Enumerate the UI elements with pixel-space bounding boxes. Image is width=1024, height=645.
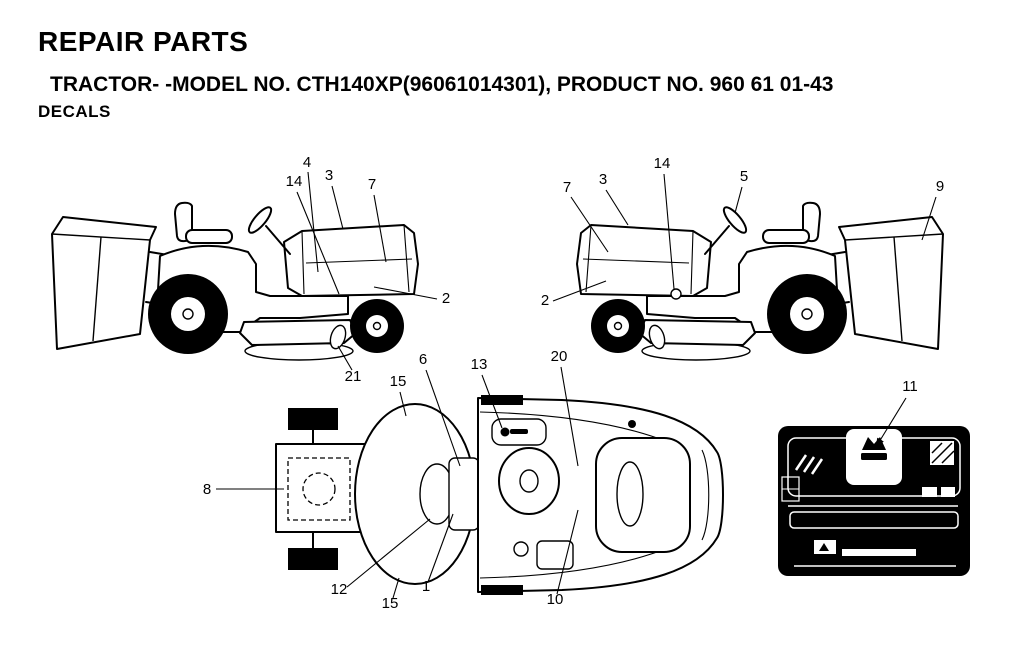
leader-line-14 <box>296 191 340 295</box>
callout-3-left-side-view: 3 <box>325 167 333 184</box>
leader-line-2 <box>373 286 438 300</box>
callout-10-top-view: 10 <box>547 591 564 608</box>
leader-line-7 <box>373 194 387 263</box>
leader-line-11 <box>875 397 907 448</box>
callout-2-left-side-view: 2 <box>442 290 450 307</box>
leader-line-10 <box>556 509 579 595</box>
decal-sheet-background <box>778 426 970 576</box>
callout-5-right-side-view: 5 <box>740 168 748 185</box>
callout-20-top-view: 20 <box>551 348 568 365</box>
callout-7-right-side-view: 7 <box>563 179 571 196</box>
leader-line-7 <box>570 196 609 253</box>
callout-2-right-side-view: 2 <box>541 292 549 309</box>
leader-line-3 <box>331 185 344 230</box>
leader-line-4 <box>307 171 319 273</box>
leader-line-3 <box>605 189 629 226</box>
leader-line-15 <box>392 577 400 599</box>
callout-11-decal-sheet: 11 <box>902 378 918 395</box>
steering-wheel <box>247 206 273 234</box>
callout-12-top-view: 12 <box>331 581 348 598</box>
leader-line-20 <box>560 366 579 467</box>
decal-sheet <box>778 426 970 576</box>
callout-9-right-side-view: 9 <box>936 178 944 195</box>
callout-3-right-side-view: 3 <box>599 171 607 188</box>
callout-7-left-side-view: 7 <box>368 176 376 193</box>
tractor-left-side-view <box>51 201 419 361</box>
leader-line-9 <box>921 196 937 241</box>
leader-line-15 <box>399 391 407 417</box>
page-title: REPAIR PARTS <box>38 26 249 57</box>
leader-line-13 <box>481 374 503 429</box>
fuel-cap-detail <box>670 288 682 300</box>
leader-line-5 <box>734 186 743 214</box>
callout-13-top-view: 13 <box>471 356 488 373</box>
leader-line-21 <box>337 345 353 371</box>
callout-14-left-side-view: 14 <box>286 173 303 190</box>
callout-8-top-view: 8 <box>203 481 211 498</box>
hatch-left <box>794 454 824 475</box>
leader-line-14 <box>663 173 675 290</box>
leader-line-6 <box>425 369 461 467</box>
front-wheel-top <box>288 408 338 430</box>
callout-4-left-side-view: 4 <box>303 154 311 171</box>
tractor-top-view <box>275 395 724 595</box>
leader-line-1 <box>427 513 454 583</box>
callout-1-top-view: 1 <box>422 578 430 595</box>
key-icon <box>500 427 510 437</box>
section-label: DECALS <box>38 102 111 121</box>
front-wheel-bottom <box>288 548 338 570</box>
callout-15-top-view: 15 <box>390 373 407 390</box>
mower-deck <box>239 319 357 346</box>
leader-line-12 <box>346 518 431 588</box>
deck-bridge <box>448 457 480 531</box>
seat-cushion <box>185 229 233 244</box>
strip-decal <box>789 511 959 529</box>
tractor-right-side-view <box>576 201 944 361</box>
leader-line-2 <box>552 280 607 302</box>
deflector <box>329 324 347 350</box>
callout-14-right-side-view: 14 <box>654 155 671 172</box>
callout-6-top-view: 6 <box>419 351 427 368</box>
callout-15-top-view: 15 <box>382 595 399 612</box>
callout-21-left-side-view: 21 <box>345 368 362 385</box>
model-subtitle: TRACTOR- -MODEL NO. CTH140XP(96061014301… <box>50 73 834 96</box>
